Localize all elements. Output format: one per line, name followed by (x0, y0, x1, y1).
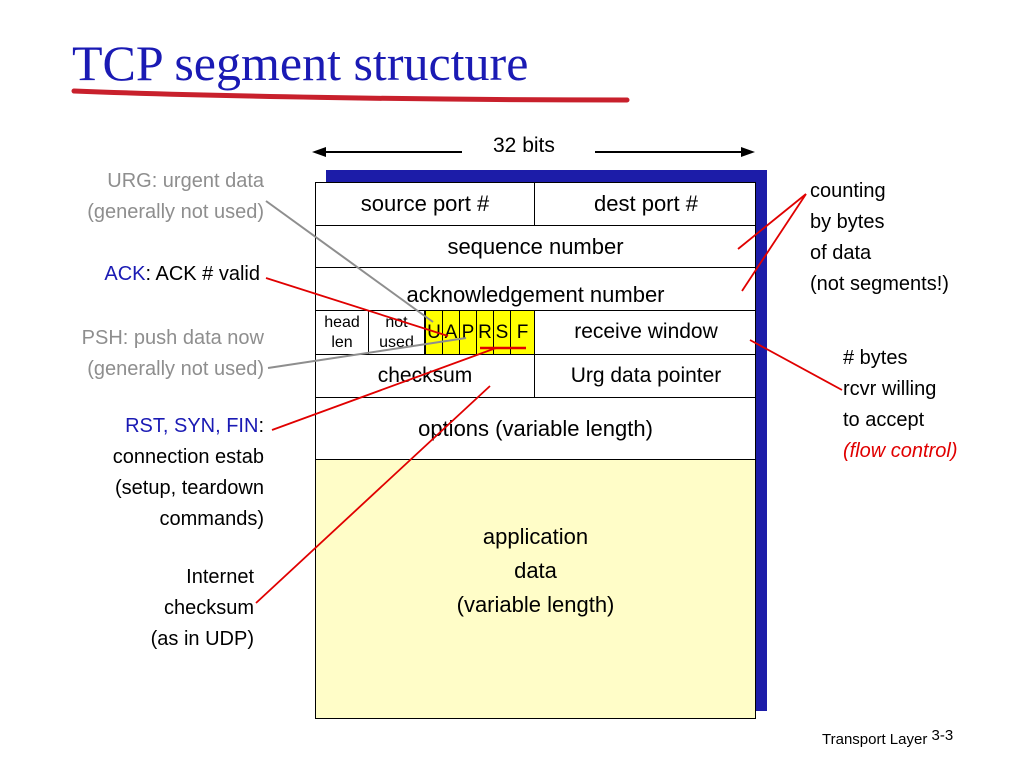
flag-fin: F (511, 311, 535, 354)
row-sequence: sequence number (316, 226, 755, 268)
window-annotation: # bytes rcvr willing to accept (flow con… (843, 343, 957, 467)
application-data-label: application data (variable length) (316, 520, 755, 622)
source-port-field: source port # (316, 183, 535, 225)
rst-line-0: RST, SYN, FIN: (113, 411, 264, 442)
ack-annotation: ACK: ACK # valid (104, 259, 260, 290)
flag-ack: A (443, 311, 460, 354)
row-options: options (variable length) (316, 398, 755, 460)
row-flags: head len not used U A P R S F receive wi… (316, 311, 755, 355)
checksum-line-3: (as in UDP) (150, 628, 254, 650)
app-data-line-3: (variable length) (456, 592, 615, 617)
rst-line-1: connection estab (112, 446, 264, 468)
window-line-2: rcvr willing (843, 378, 937, 400)
psh-line-2: (generally not used) (87, 358, 264, 380)
urg-pointer-field: Urg data pointer (570, 364, 722, 387)
tcp-segment-box: source port # dest port # sequence numbe… (315, 182, 756, 719)
flag-urg: U (425, 311, 443, 354)
receive-window-field: receive window (574, 320, 718, 343)
counting-line-2: by bytes (810, 211, 885, 233)
counting-line-1: counting (810, 180, 886, 202)
options-field: options (variable length) (418, 415, 653, 441)
rst-rest: : (258, 415, 264, 437)
head-len-field: head len (316, 311, 369, 354)
rst-line-3: commands) (159, 508, 264, 530)
flag-rst: R (477, 311, 494, 354)
rst-key: RST, SYN, FIN (125, 415, 259, 437)
app-data-line-1: application (482, 524, 589, 549)
application-data-area: application data (variable length) (316, 460, 755, 718)
counting-line-3: of data (810, 242, 872, 264)
flow-control-label: (flow control) (843, 440, 958, 462)
rst-line-2: (setup, teardown (115, 477, 264, 499)
ack-number-field: acknowledgement number (406, 282, 665, 307)
window-line-3: to accept (843, 409, 925, 431)
row-checksum: checksum Urg data pointer (316, 355, 755, 398)
urg-line-2: (generally not used) (87, 201, 264, 223)
psh-line-1: PSH: push data now (81, 327, 264, 349)
counting-line-4: (not segments!) (810, 273, 949, 295)
checksum-line-2: checksum (163, 597, 254, 619)
footer-page-number: 3-3 (931, 727, 954, 744)
psh-annotation: PSH: push data now (generally not used) (82, 323, 264, 385)
rst-syn-fin-annotation: RST, SYN, FIN: connection estab (setup, … (113, 411, 264, 535)
ack-rest: : ACK # valid (145, 263, 260, 285)
footer-label: Transport Layer (822, 731, 928, 748)
ack-key: ACK (104, 263, 146, 285)
urg-annotation: URG: urgent data (generally not used) (87, 166, 264, 228)
row-ports: source port # dest port # (316, 183, 755, 226)
bits-width-label: 32 bits (493, 134, 555, 157)
app-data-line-2: data (514, 558, 557, 583)
flag-psh: P (460, 311, 477, 354)
checksum-field: checksum (316, 355, 535, 397)
dest-port-field: dest port # (594, 191, 698, 216)
counting-annotation: counting by bytes of data (not segments!… (810, 176, 949, 300)
checksum-annotation: Internet checksum (as in UDP) (151, 562, 254, 655)
window-line-1: # bytes (843, 347, 908, 369)
slide-title: TCP segment structure (72, 35, 529, 91)
flag-syn: S (494, 311, 511, 354)
footer: Transport Layer 3-3 (822, 727, 953, 748)
row-ack: acknowledgement number (316, 268, 755, 311)
urg-line-1: URG: urgent data (107, 170, 264, 192)
not-used-field: not used (369, 311, 425, 354)
sequence-number-field: sequence number (447, 233, 624, 259)
checksum-line-1: Internet (186, 566, 254, 588)
